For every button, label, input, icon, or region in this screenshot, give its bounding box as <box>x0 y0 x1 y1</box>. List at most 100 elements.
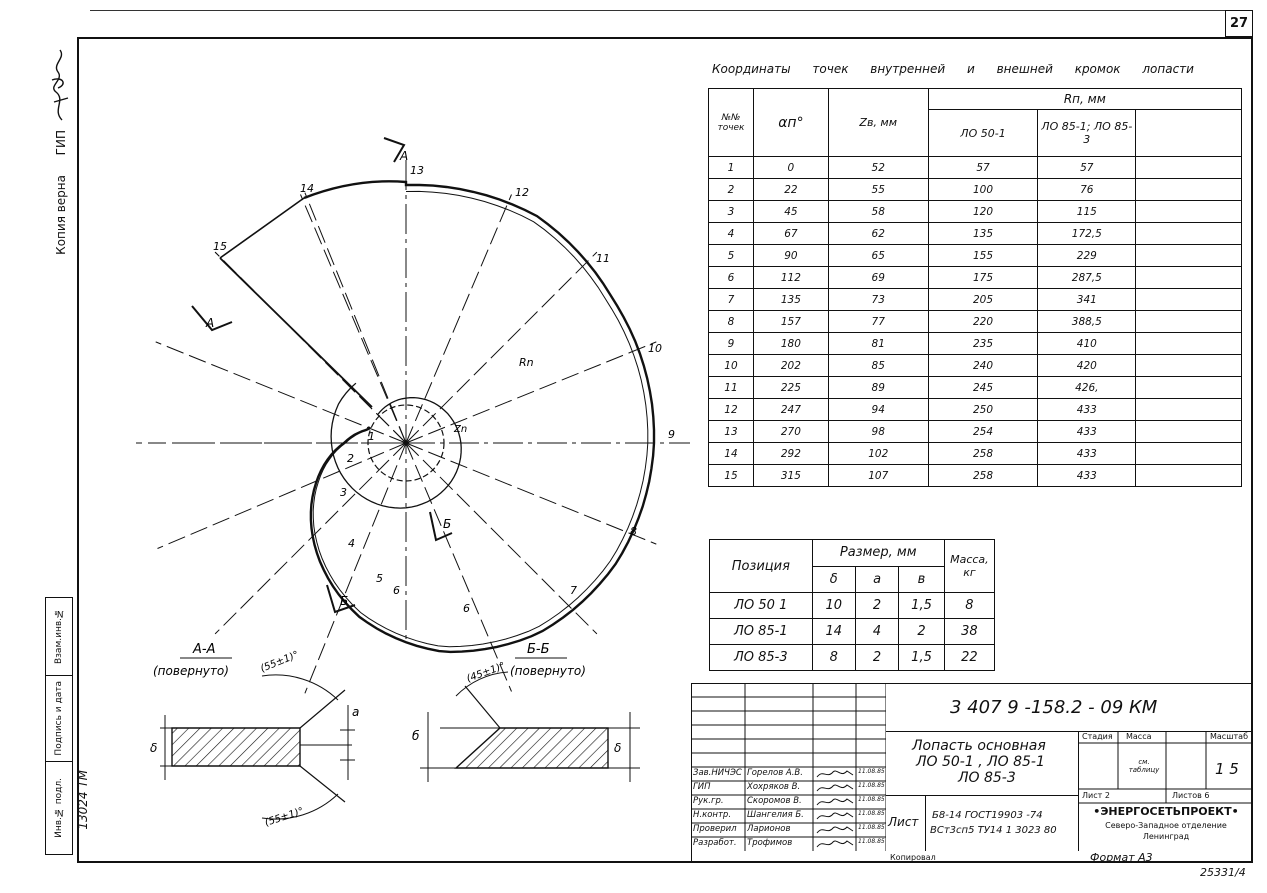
point-label-12: 12 <box>515 186 529 199</box>
coord-cell <box>1135 266 1242 289</box>
staff-name: Ларионов <box>747 824 791 834</box>
point-label-4: 4 <box>348 537 355 550</box>
coord-cell: 135 <box>927 222 1039 245</box>
position-cell: 8 <box>943 592 996 619</box>
coord-cell: 433 <box>1037 464 1137 487</box>
radial-guide-line <box>304 192 407 444</box>
radial-guide-line <box>405 251 598 444</box>
coord-cell: 102 <box>827 442 929 465</box>
coord-cell: 410 <box>1037 332 1137 355</box>
radial-guide-line <box>157 442 407 549</box>
position-cell: 2 <box>898 618 945 645</box>
coord-cell: 388,5 <box>1037 310 1137 333</box>
section-a-top-mark: А <box>399 149 408 163</box>
staff-role: Зав.НИЧЭС <box>693 768 742 778</box>
coord-cell: 202 <box>752 354 829 377</box>
coord-cell <box>1135 398 1242 421</box>
staff-role: Рук.гр. <box>693 796 724 806</box>
coord-cell: 292 <box>752 442 829 465</box>
coord-cell: 5 <box>708 244 754 267</box>
top-edge-line <box>90 10 1250 12</box>
position-cell: 1,5 <box>898 644 945 671</box>
point-label-13: 13 <box>410 164 424 177</box>
coord-cell: 12 <box>708 398 754 421</box>
coord-cell: 341 <box>1037 288 1137 311</box>
coord-cell: 433 <box>1037 398 1137 421</box>
coord-cell <box>1135 178 1242 201</box>
coord-cell: 85 <box>827 354 929 377</box>
position-cell: ЛО 50 1 <box>709 592 813 619</box>
stage-grid <box>1078 731 1253 851</box>
point-label-11: 11 <box>596 252 610 265</box>
coord-cell: 58 <box>827 200 929 223</box>
coord-cell <box>1135 310 1242 333</box>
archive-number: 25331/4 <box>1200 866 1246 879</box>
coord-cell: 426, <box>1037 376 1137 399</box>
coord-cell: 52 <box>827 156 929 179</box>
staff-name: Горелов А.В. <box>747 768 803 778</box>
coord-cell: 81 <box>827 332 929 355</box>
coord-cell: 6 <box>708 266 754 289</box>
coord-cell <box>1135 376 1242 399</box>
coord-cell: 73 <box>827 288 929 311</box>
section-aa-dim-s: δ <box>150 741 157 755</box>
title-block-grid <box>691 683 887 851</box>
copied-label: Копировал <box>890 853 936 862</box>
staff-name: Хохряков В. <box>747 782 801 792</box>
signature-date-cell: Подпись и дата <box>46 676 72 762</box>
coord-cell <box>1135 464 1242 487</box>
coord-cell: 180 <box>752 332 829 355</box>
coord-cell <box>1135 288 1242 311</box>
point-label-3: 3 <box>340 486 347 499</box>
coord-cell: 220 <box>927 310 1039 333</box>
sheet-number-box: 27 <box>1225 10 1253 37</box>
coord-header-lo85: ЛО 85-1; ЛО 85-3 <box>1037 109 1137 157</box>
stage-label: Стадия <box>1082 732 1113 741</box>
coord-cell: 135 <box>752 288 829 311</box>
section-bb-subtitle: (повернуто) <box>510 664 586 678</box>
org-line-2: Северо-Западное отделение <box>1105 821 1227 830</box>
coord-header-lo50: ЛО 50-1 <box>927 109 1039 157</box>
staff-signature <box>816 826 854 834</box>
material-line-1: Б8-14 ГОСТ19903 -74 <box>932 810 1043 821</box>
coord-cell: 55 <box>827 178 929 201</box>
coord-cell: 98 <box>827 420 929 443</box>
material-line-2: ВСт3сп5 ТУ14 1 3023 80 <box>930 825 1057 836</box>
position-cell: ЛО 85-3 <box>709 644 813 671</box>
position-cell: 22 <box>943 644 996 671</box>
coord-cell: 240 <box>927 354 1039 377</box>
coord-cell: 4 <box>708 222 754 245</box>
coord-cell <box>1135 156 1242 179</box>
coord-cell: 1 <box>708 156 754 179</box>
material-inner-divider <box>925 795 926 851</box>
point-label-8: 8 <box>630 525 637 538</box>
coord-cell <box>1135 200 1242 223</box>
section-aa-title: А-А <box>192 642 215 657</box>
position-cell: 10 <box>811 592 856 619</box>
coord-cell <box>1135 354 1242 377</box>
coord-cell: 11 <box>708 376 754 399</box>
staff-signature <box>816 770 854 778</box>
coord-cell: 112 <box>752 266 829 289</box>
coord-cell: 67 <box>752 222 829 245</box>
coord-header-alpha: αп° <box>752 88 829 157</box>
staff-date: 11.08.85 <box>858 782 885 789</box>
staff-date: 11.08.85 <box>858 824 885 831</box>
staff-date: 11.08.85 <box>858 810 885 817</box>
coord-cell: 245 <box>927 376 1039 399</box>
sheet-label: Лист 2 <box>1082 791 1110 800</box>
coord-cell: 258 <box>927 442 1039 465</box>
coord-cell: 250 <box>927 398 1039 421</box>
point-label-5: 5 <box>376 572 383 585</box>
name-line-3: ЛО 85-3 <box>958 770 1016 786</box>
coord-cell: 172,5 <box>1037 222 1137 245</box>
radial-guide-line <box>405 194 512 444</box>
coord-cell: 62 <box>827 222 929 245</box>
